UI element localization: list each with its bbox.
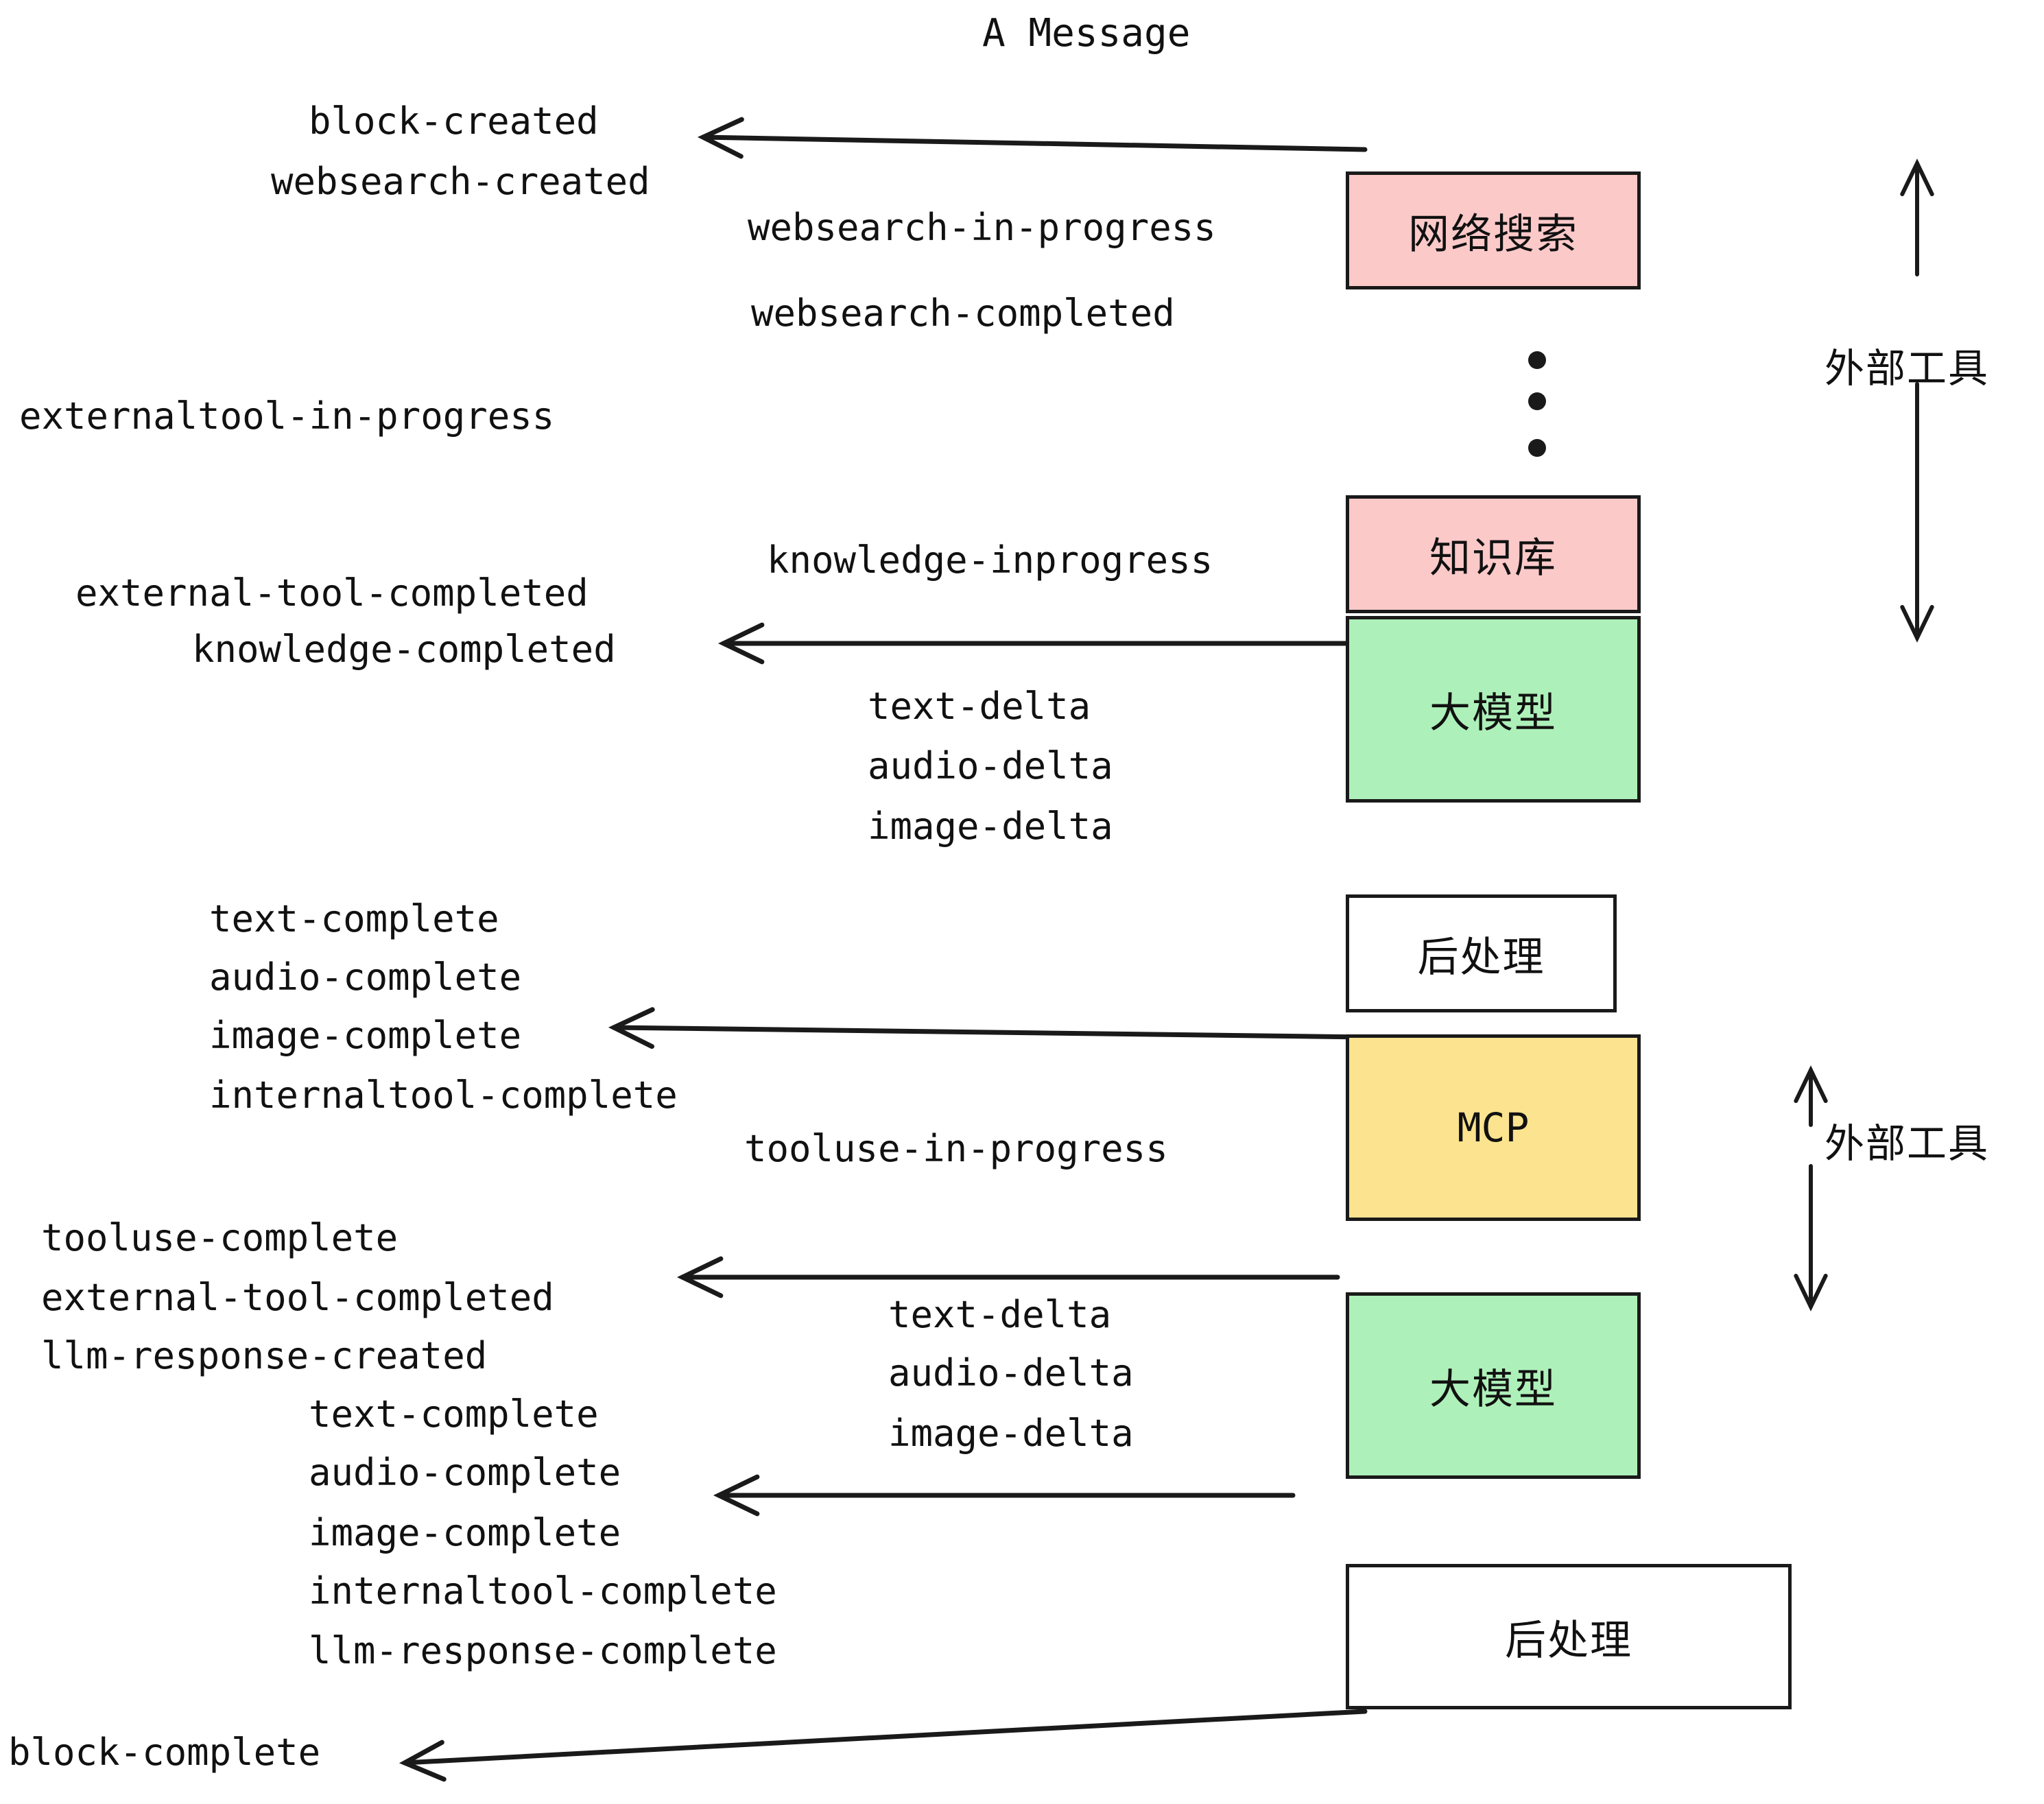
event-label-image-complete-1: image-complete [209, 1014, 522, 1057]
box-knowledge: 知识库 [1346, 495, 1641, 613]
scope-label-external-tools-bottom: 外部工具 [1825, 1120, 1990, 1167]
event-label-llm-response-created: llm-response-created [41, 1334, 488, 1377]
box-post-bottom: 后处理 [1346, 1564, 1792, 1709]
event-label-tooluse-in-progress: tooluse-in-progress [744, 1127, 1168, 1170]
event-label-text-delta-2: text-delta [888, 1293, 1112, 1336]
arrow-block-created [697, 117, 1368, 159]
event-label-text-complete-2: text-complete [309, 1392, 599, 1436]
event-label-block-complete: block-complete [8, 1731, 321, 1774]
box-post-top: 后处理 [1346, 894, 1617, 1012]
event-label-audio-delta-2: audio-delta [888, 1351, 1134, 1394]
event-label-image-delta-1: image-delta [868, 805, 1113, 848]
event-label-external-tool-completed-2: external-tool-completed [41, 1276, 554, 1319]
ellipsis-dot-icon [1528, 439, 1546, 457]
event-label-tooluse-complete: tooluse-complete [41, 1216, 399, 1259]
ellipsis-dot-icon [1528, 392, 1546, 410]
scope-arrow-bot-down [1794, 1164, 1828, 1312]
event-label-image-complete-2: image-complete [309, 1511, 621, 1554]
event-label-image-delta-2: image-delta [888, 1412, 1134, 1455]
box-websearch: 网络搜索 [1346, 171, 1641, 289]
scope-arrow-bot-up [1794, 1065, 1828, 1127]
event-label-internaltool-complete-2: internaltool-complete [309, 1569, 777, 1613]
scope-label-external-tools-top: 外部工具 [1825, 345, 1990, 392]
arrow-audio-complete [713, 1474, 1296, 1517]
event-label-externaltool-in-progress: externaltool-in-progress [19, 394, 555, 438]
arrow-block-complete [399, 1709, 1368, 1782]
event-label-websearch-in-progress: websearch-in-progress [748, 206, 1216, 249]
arrow-tooluse-complete [676, 1256, 1340, 1298]
event-label-text-complete-1: text-complete [209, 897, 499, 940]
arrow-knowledge-completed [717, 622, 1364, 665]
box-llm-top: 大模型 [1346, 616, 1641, 803]
event-label-knowledge-inprogress: knowledge-inprogress [767, 538, 1213, 582]
scope-arrow-top-down [1900, 382, 1934, 643]
box-mcp: MCP [1346, 1034, 1641, 1221]
event-label-websearch-completed: websearch-completed [751, 292, 1175, 335]
arrow-image-complete [608, 1007, 1368, 1049]
event-label-internaltool-complete-1: internaltool-complete [209, 1073, 678, 1117]
event-label-external-tool-completed-1: external-tool-completed [75, 571, 589, 615]
event-label-llm-response-complete: llm-response-complete [309, 1629, 777, 1672]
event-label-audio-delta-1: audio-delta [868, 744, 1113, 787]
event-label-text-delta-1: text-delta [868, 685, 1091, 728]
ellipsis-dot-icon [1528, 351, 1546, 369]
page-title: A Message [982, 11, 1191, 56]
box-llm-bottom: 大模型 [1346, 1292, 1641, 1479]
scope-arrow-top-up [1900, 158, 1934, 276]
event-label-knowledge-completed: knowledge-completed [192, 628, 616, 671]
event-label-block-created: block-created [309, 99, 599, 143]
event-label-websearch-created: websearch-created [271, 160, 650, 203]
event-label-audio-complete-2: audio-complete [309, 1451, 621, 1494]
event-label-audio-complete-1: audio-complete [209, 956, 522, 999]
